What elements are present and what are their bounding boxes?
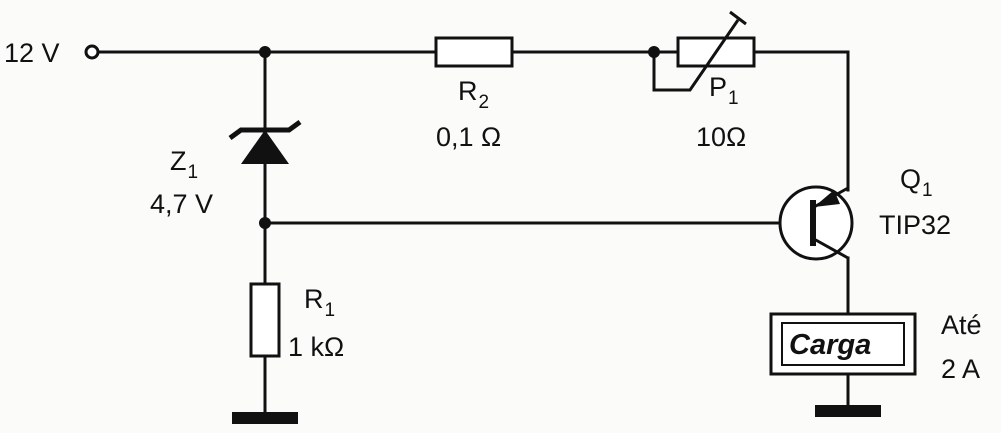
r2-name: R2: [458, 76, 489, 113]
junction-dot: [259, 217, 271, 229]
q1-part: TIP32: [879, 210, 951, 240]
r1-name: R1: [304, 284, 335, 321]
junction-dot: [259, 46, 271, 58]
resistor-r2: [434, 36, 514, 68]
load-label: Carga: [789, 329, 871, 361]
resistor-r1: [249, 282, 281, 358]
load-limit-line1: Até: [941, 310, 982, 340]
ground-symbol-right: [815, 405, 881, 417]
q1-name: Q1: [900, 164, 933, 201]
p1-name: P1: [709, 72, 739, 109]
potentiometer-wiper: [652, 19, 740, 92]
zener-value: 4,7 V: [150, 189, 213, 219]
zener-diode-z1: [241, 130, 289, 164]
r1-value: 1 kΩ: [288, 332, 344, 362]
transistor-emitter-arrow: [814, 190, 840, 207]
zener-name: Z1: [170, 146, 198, 183]
supply-label: 12 V: [4, 38, 60, 68]
ground-symbol-left: [232, 412, 298, 424]
load-inner-box: [781, 322, 905, 366]
supply-terminal: [84, 44, 100, 60]
r2-value: 0,1 Ω: [436, 122, 501, 152]
p1-value: 10Ω: [696, 122, 746, 152]
zener-bar: [228, 119, 302, 141]
transistor-collector: [813, 237, 849, 260]
potentiometer-wiper-tick: [729, 10, 747, 26]
load-limit-line2: 2 A: [941, 354, 980, 384]
